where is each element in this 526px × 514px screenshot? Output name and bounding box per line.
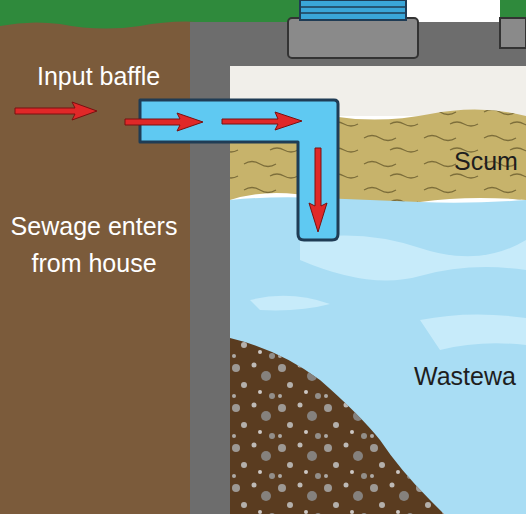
layer-label: Scum <box>454 143 522 180</box>
layer-label: Wastewa <box>414 358 522 395</box>
flow-label: Sewage enters from house <box>8 208 180 282</box>
part-label: Input baffle <box>37 58 207 95</box>
